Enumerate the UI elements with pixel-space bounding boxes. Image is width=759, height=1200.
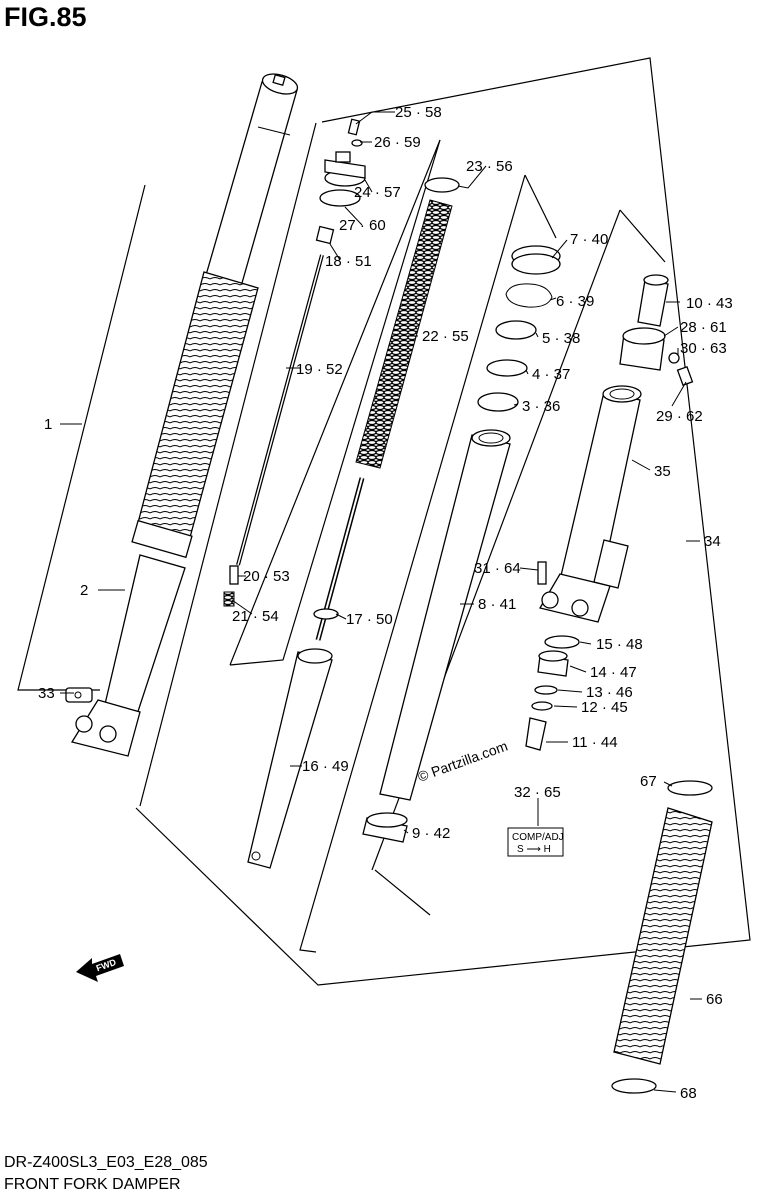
nut-18 [315, 225, 335, 245]
figure-title: FIG.85 [4, 2, 87, 32]
ring-23 [424, 177, 460, 193]
callout-16: 16 · 49 [302, 758, 349, 775]
adjuster-badge: COMP/ADJ S ⟶ H [507, 827, 564, 857]
fork-assembly-illustration [65, 73, 299, 757]
callout-27: 27 · 60 [339, 217, 386, 234]
callout-9: 9 · 42 [412, 825, 450, 842]
top-parts-10-28 [619, 274, 694, 387]
callout-14: 14 · 47 [590, 664, 637, 681]
callout-26: 26 · 59 [374, 134, 421, 151]
damper-rod-16 [247, 477, 365, 869]
callout-15: 15 · 48 [596, 636, 643, 653]
leader-lines [60, 111, 702, 1093]
callout-4: 4 · 37 [532, 366, 570, 383]
spring-21 [223, 591, 235, 607]
callout-10: 10 · 43 [686, 295, 733, 312]
figure-name: FRONT FORK DAMPER [4, 1176, 181, 1193]
rod-19 [236, 254, 324, 566]
callout-11: 11 · 44 [572, 734, 618, 751]
callout-3: 3 · 36 [522, 398, 560, 415]
callout-24: 24 · 57 [354, 184, 401, 201]
callout-68: 68 [680, 1085, 697, 1102]
callout-25: 25 · 58 [395, 104, 442, 121]
callout-35: 35 [654, 463, 671, 480]
callout-labels: 1 2 33 25 · 58 26 · 59 24 · 57 27 · 60 1… [38, 104, 733, 1102]
adjuster-badge-line2: S ⟶ H [517, 844, 551, 855]
group-outline-inner-parts [17, 57, 751, 986]
cap-bolt-24 [324, 151, 366, 187]
callout-66: 66 [706, 991, 723, 1008]
bolt-25 [347, 118, 363, 147]
model-code: DR-Z400SL3_E03_E28_085 [4, 1154, 208, 1171]
callout-22: 22 · 55 [422, 328, 469, 345]
callout-2: 2 [80, 582, 88, 599]
outer-tube-35 [538, 385, 642, 623]
callout-17: 17 · 50 [346, 611, 393, 628]
callout-33: 33 [38, 685, 55, 702]
callout-7: 7 · 40 [570, 231, 608, 248]
adjuster-badge-line1: COMP/ADJ [512, 832, 564, 843]
callout-5: 5 · 38 [542, 330, 580, 347]
callout-1: 1 [44, 416, 52, 433]
callout-23: 23 · 56 [466, 158, 513, 175]
direction-badge: FWD [76, 954, 124, 982]
callout-67: 67 [640, 773, 657, 790]
callout-6: 6 · 39 [556, 293, 594, 310]
callout-34: 34 [704, 533, 721, 550]
watermark: © Partzilla.com [416, 738, 510, 785]
callout-21: 21 · 54 [232, 608, 279, 625]
callout-12: 12 · 45 [581, 699, 628, 716]
callout-30: 30 · 63 [680, 340, 727, 357]
callout-20: 20 · 53 [243, 568, 290, 585]
callout-31: 31 · 64 [474, 560, 521, 577]
callout-13: 13 · 46 [586, 684, 633, 701]
spring-22 [355, 199, 453, 469]
callout-19: 19 · 52 [296, 361, 343, 378]
callout-29: 29 · 62 [656, 408, 703, 425]
callout-18: 18 · 51 [325, 253, 372, 270]
collar-20 [229, 565, 239, 585]
o-ring-27 [319, 189, 361, 207]
callout-8: 8 · 41 [478, 596, 516, 613]
callout-32: 32 · 65 [514, 784, 561, 801]
bushing-9 [362, 812, 408, 843]
rings-3-to-7 [477, 245, 561, 412]
callout-28: 28 · 61 [680, 319, 727, 336]
boot-66 [611, 780, 713, 1094]
cylinder-8 [379, 429, 511, 801]
bolt-31 [537, 561, 547, 585]
small-parts-11-15 [525, 635, 580, 751]
